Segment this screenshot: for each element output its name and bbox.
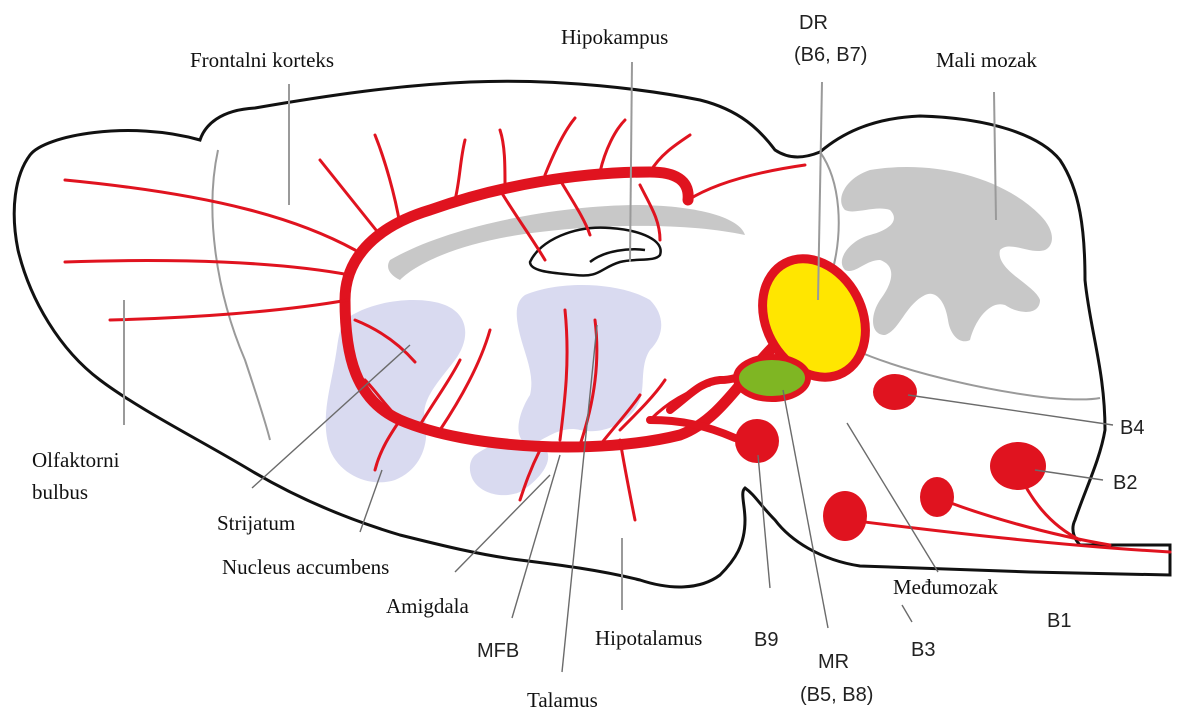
label-strijatum: Strijatum [217, 511, 295, 535]
b1-nucleus [823, 491, 867, 541]
label-bulbus: bulbus [32, 480, 88, 504]
label-mali-mozak: Mali mozak [936, 48, 1037, 72]
label-hipotalamus: Hipotalamus [595, 626, 702, 650]
b9-nucleus [735, 419, 779, 463]
label-b9: B9 [754, 629, 778, 651]
label-medjumozak: Međumozak [893, 575, 998, 599]
b3-nucleus [920, 477, 954, 517]
label-mr-b5-b8: (B5, B8) [800, 684, 873, 706]
label-b4: B4 [1120, 417, 1144, 439]
label-dr-b6-b7: (B6, B7) [794, 44, 867, 66]
b4-nucleus [873, 374, 917, 410]
label-mfb: MFB [477, 640, 519, 662]
b2-nucleus [990, 442, 1046, 490]
label-amigdala: Amigdala [386, 594, 469, 618]
label-mr: MR [818, 651, 849, 673]
label-hipokampus: Hipokampus [561, 25, 668, 49]
label-b1: B1 [1047, 610, 1071, 632]
mr-nucleus [736, 357, 808, 399]
label-b3: B3 [911, 639, 935, 661]
label-b2: B2 [1113, 472, 1137, 494]
label-frontalni-korteks: Frontalni korteks [190, 48, 334, 72]
label-dr: DR [799, 12, 828, 34]
label-nucleus-accumbens: Nucleus accumbens [222, 555, 389, 579]
label-talamus: Talamus [527, 688, 598, 712]
label-olfaktorni: Olfaktorni [32, 448, 120, 472]
